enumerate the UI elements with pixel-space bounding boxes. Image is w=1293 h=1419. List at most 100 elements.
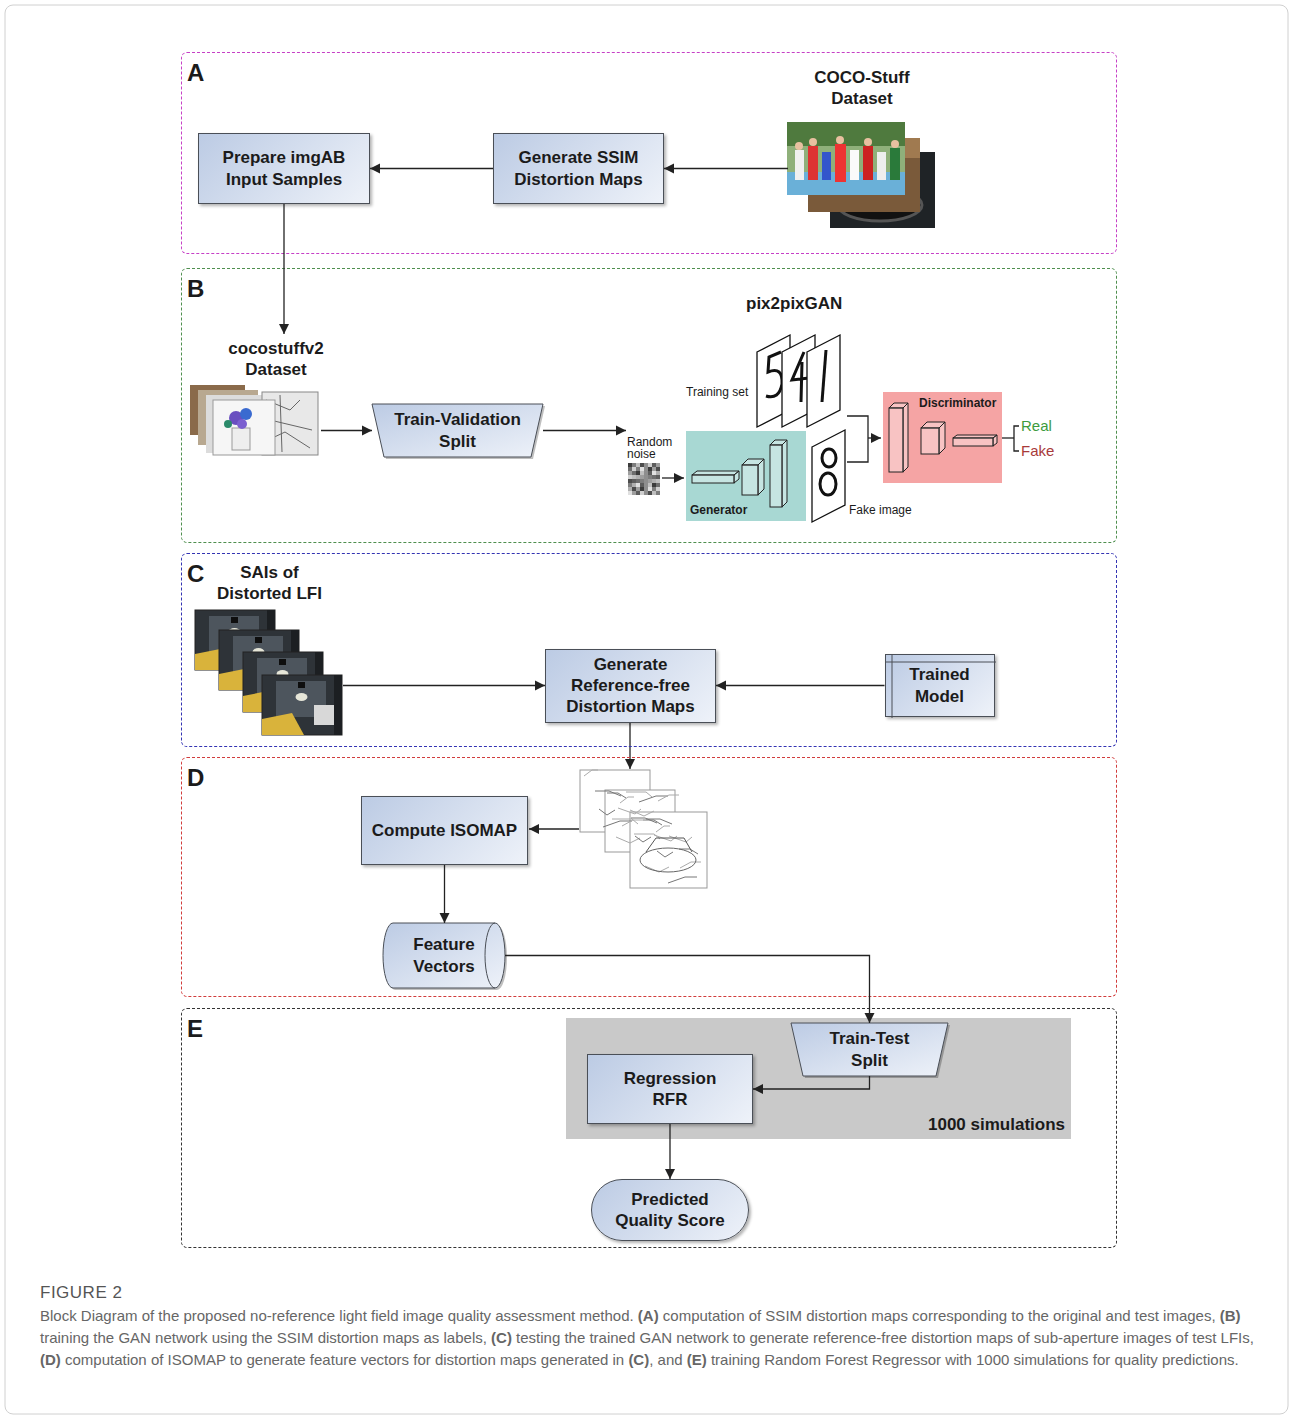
random-noise bbox=[628, 463, 660, 495]
random-noise bbox=[640, 475, 644, 479]
shape-outline bbox=[485, 923, 495, 988]
random-noise bbox=[652, 491, 656, 495]
random-noise bbox=[640, 479, 644, 483]
text-block: 1000 simulations bbox=[928, 1114, 1065, 1135]
shape-outline bbox=[903, 403, 908, 472]
layout-arrow bbox=[529, 828, 579, 829]
cocostuffv2-photo-stack bbox=[232, 428, 250, 450]
random-noise bbox=[648, 467, 652, 471]
shape-outline bbox=[891, 655, 892, 718]
gan-wiring bbox=[1014, 426, 1019, 451]
random-noise bbox=[652, 475, 656, 479]
distortion-map-stack bbox=[584, 770, 598, 776]
node-label: SAIs of Distorted LFI bbox=[212, 562, 327, 605]
flow-arrow bbox=[664, 168, 788, 169]
shape-outline bbox=[770, 445, 782, 507]
dataset-image: COCO-Stuff Dataset bbox=[788, 63, 936, 229]
shape-outline bbox=[993, 435, 997, 446]
cocostuffv2-photo-stack bbox=[224, 420, 232, 428]
shape-outline bbox=[791, 1023, 948, 1076]
gan-wiring bbox=[1002, 437, 1014, 438]
random-noise bbox=[644, 471, 648, 475]
annotation-label: Training set bbox=[686, 385, 748, 399]
random-noise bbox=[636, 483, 640, 487]
gan-wiring bbox=[868, 437, 881, 438]
shape-outline bbox=[372, 404, 543, 457]
shape-outline bbox=[742, 465, 758, 495]
distortion-map-stack bbox=[620, 797, 634, 803]
random-noise bbox=[648, 483, 652, 487]
panel-letter: D bbox=[187, 763, 204, 793]
annotation-label: Real bbox=[1021, 417, 1052, 434]
random-noise bbox=[632, 487, 636, 491]
random-noise bbox=[656, 479, 660, 483]
coco-photo-stack bbox=[835, 144, 846, 182]
distortion-map-stack bbox=[658, 795, 679, 801]
random-noise bbox=[648, 487, 652, 491]
panel-region: A Prepare imgAB Input Samples Generate SSI… bbox=[181, 52, 1117, 254]
shape-outline bbox=[758, 459, 764, 495]
random-noise bbox=[628, 471, 632, 475]
random-noise bbox=[648, 479, 652, 483]
text-block: Discriminator bbox=[919, 396, 996, 411]
coco-photo-stack bbox=[850, 150, 859, 180]
layout-arrow bbox=[529, 721, 630, 829]
random-noise bbox=[628, 491, 632, 495]
text-block: B bbox=[187, 274, 204, 304]
random-noise bbox=[648, 491, 652, 495]
distortion-map-stack bbox=[639, 796, 668, 802]
shape-outline bbox=[692, 471, 739, 475]
text-block: Generate SSIM Distortion Maps bbox=[504, 147, 654, 190]
node-label: Regression RFR bbox=[615, 1068, 725, 1111]
random-noise bbox=[640, 491, 644, 495]
discriminator-block: Discriminator bbox=[883, 392, 1002, 483]
random-noise bbox=[640, 463, 644, 467]
text-block: Train-Validation Split bbox=[390, 409, 525, 452]
figure-number: FIGURE 2 bbox=[40, 1283, 122, 1303]
distortion-map-stack bbox=[669, 836, 692, 842]
random-noise bbox=[644, 479, 648, 483]
shape-outline bbox=[692, 440, 787, 507]
shape-outline bbox=[889, 403, 997, 472]
coco-photo-stack bbox=[891, 140, 899, 148]
random-noise bbox=[628, 479, 632, 483]
cocostuffv2-photo-stack bbox=[190, 385, 318, 455]
text-block: cocostuffv2 Dataset bbox=[228, 338, 323, 381]
fake-image bbox=[820, 473, 836, 495]
random-noise bbox=[628, 483, 632, 487]
panel-region: Bcocostuffv2 DatasetTrain-Validation Spl… bbox=[181, 268, 1117, 543]
loop-region: 1000 simulationsTrain-Test SplitRegressi… bbox=[566, 1018, 1071, 1139]
text-block: C bbox=[187, 559, 204, 589]
shape-outline bbox=[383, 923, 505, 988]
random-noise bbox=[656, 467, 660, 471]
training-set-images bbox=[807, 335, 840, 427]
terminal-pill: Predicted Quality Score bbox=[591, 1179, 749, 1241]
random-noise bbox=[636, 463, 640, 467]
random-noise bbox=[648, 463, 652, 467]
distortion-map-stack bbox=[595, 791, 621, 796]
distortion-map-stack bbox=[626, 792, 652, 797]
node-label: pix2pixGAN bbox=[746, 293, 842, 314]
process-box: Compute ISOMAP bbox=[361, 796, 528, 865]
random-noise bbox=[652, 483, 656, 487]
distortion-map-stack bbox=[580, 770, 707, 888]
shape-outline bbox=[383, 923, 505, 988]
node-label: COCO-Stuff Dataset bbox=[802, 67, 922, 110]
panel-letter: E bbox=[187, 1014, 203, 1044]
flow-arrow bbox=[753, 1076, 870, 1089]
text-block: COCO-Stuff Dataset bbox=[802, 67, 922, 110]
sai-image-stack bbox=[262, 675, 342, 735]
random-noise bbox=[632, 479, 636, 483]
coco-photo-stack bbox=[863, 146, 873, 180]
random-noise bbox=[628, 475, 632, 479]
flow-arrow bbox=[505, 956, 870, 1024]
process-box: Prepare imgAB Input Samples bbox=[198, 133, 370, 204]
panel-letter: A bbox=[187, 58, 204, 88]
coco-photo-stack bbox=[787, 122, 905, 146]
sai-image-stack bbox=[195, 610, 342, 735]
generator-block: Generator bbox=[686, 431, 806, 521]
gan-wiring bbox=[662, 477, 684, 478]
flow-arrow bbox=[321, 430, 372, 431]
distortion-map-stack bbox=[603, 821, 632, 827]
random-noise bbox=[636, 475, 640, 479]
